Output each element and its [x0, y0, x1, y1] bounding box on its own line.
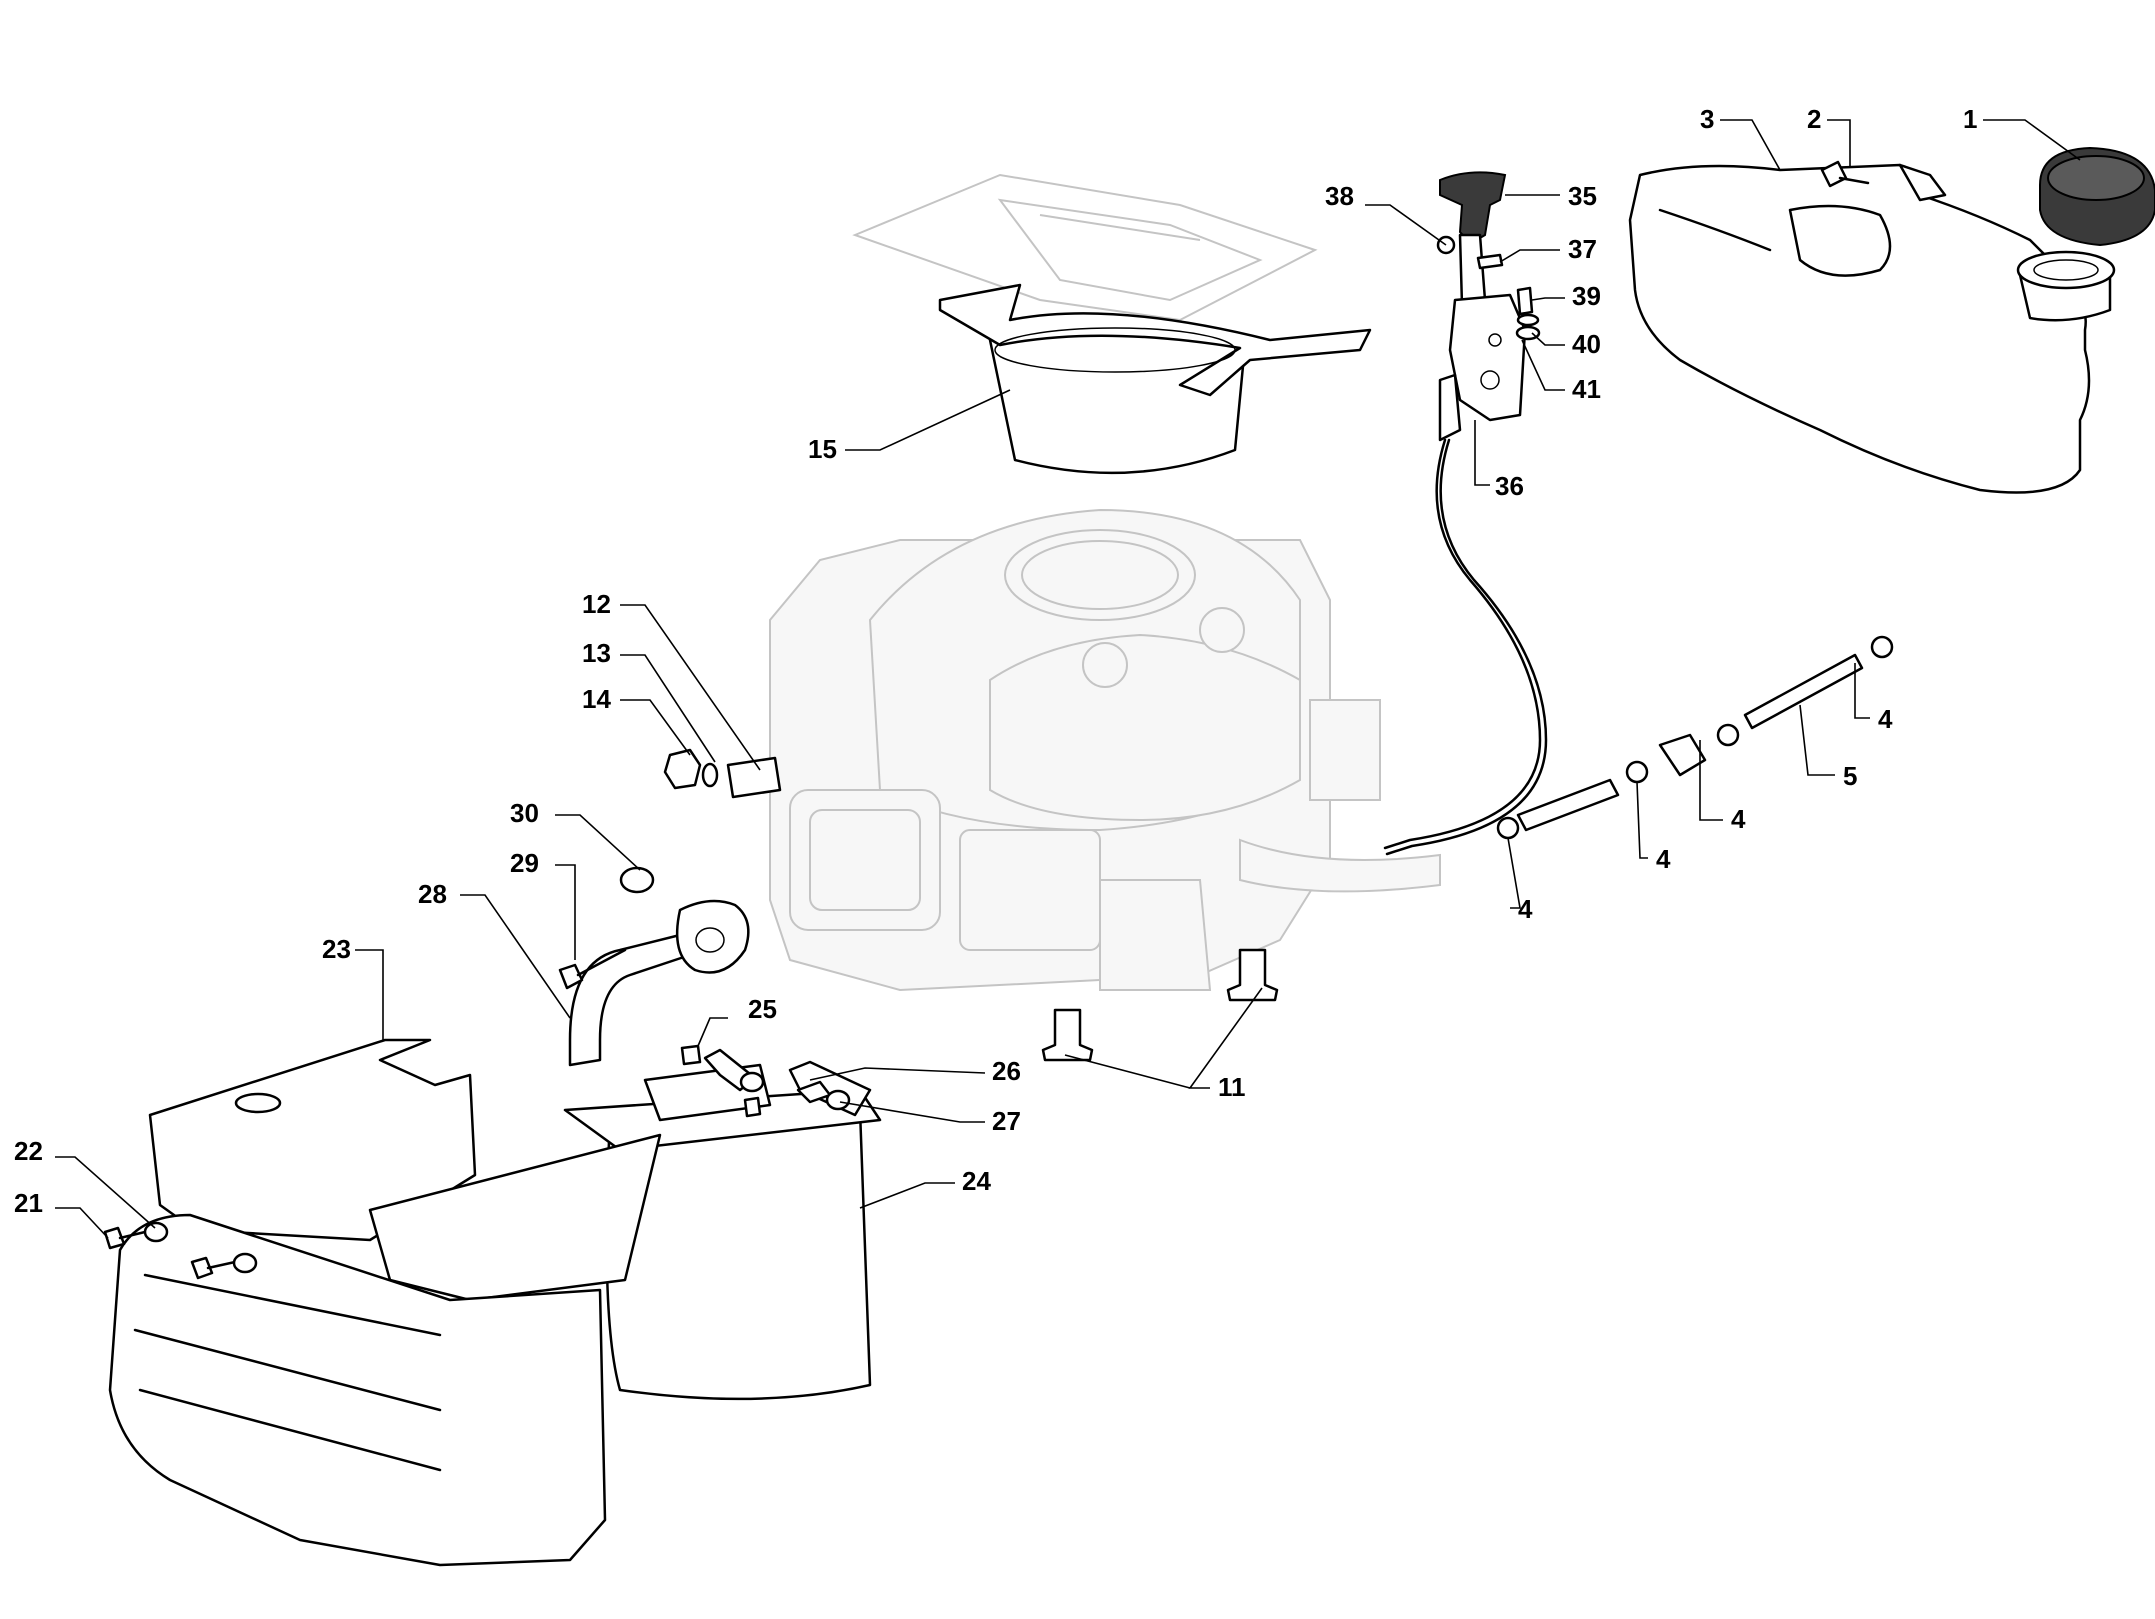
throttle-control [1436, 171, 1541, 442]
callout-15: 15 [808, 434, 837, 464]
callout-labels: 1 2 3 38 35 37 39 40 41 36 15 4 5 4 4 4 … [14, 104, 1977, 1218]
callout-36: 36 [1495, 471, 1524, 501]
leader-lines [55, 119, 2081, 1239]
engine-block [769, 508, 1441, 992]
fuel-tank-neck [2016, 250, 2116, 322]
heat-shield [108, 1038, 662, 1567]
callout-29: 29 [510, 848, 539, 878]
callout-23: 23 [322, 934, 351, 964]
engine-mount-bolts [1041, 948, 1279, 1062]
callout-25: 25 [748, 994, 777, 1024]
callout-26: 26 [992, 1056, 1021, 1086]
callout-5: 5 [1843, 761, 1857, 791]
callout-37: 37 [1568, 234, 1597, 264]
callout-3: 3 [1700, 104, 1714, 134]
callout-12: 12 [582, 589, 611, 619]
exhaust-washer [619, 866, 655, 894]
callout-21: 21 [14, 1188, 43, 1218]
callout-4c: 4 [1656, 844, 1671, 874]
callout-4d: 4 [1518, 894, 1533, 924]
callout-11: 11 [1218, 1072, 1246, 1102]
callout-4a: 4 [1878, 704, 1893, 734]
callout-14: 14 [582, 684, 611, 714]
throttle-cable [1383, 438, 1548, 856]
callout-27: 27 [992, 1106, 1021, 1136]
callout-13: 13 [582, 638, 611, 668]
callout-4b: 4 [1731, 804, 1746, 834]
callout-30: 30 [510, 798, 539, 828]
fuel-line [1496, 635, 1894, 840]
callout-38: 38 [1325, 181, 1354, 211]
callout-40: 40 [1572, 329, 1601, 359]
callout-28: 28 [418, 879, 447, 909]
air-filter-bowl [938, 283, 1372, 475]
callout-22: 22 [14, 1136, 43, 1166]
tank-screw [1820, 160, 1870, 188]
muffler-hardware [680, 1044, 872, 1118]
muffler [563, 1063, 882, 1401]
callout-2: 2 [1807, 104, 1821, 134]
exhaust-pipe [568, 899, 750, 1067]
exhaust-bolt [558, 948, 627, 990]
fuel-cap [2039, 146, 2155, 247]
fuel-tank [1628, 163, 2116, 494]
callout-39: 39 [1572, 281, 1601, 311]
oil-drain-fittings [663, 748, 782, 799]
callout-24: 24 [962, 1166, 991, 1196]
air-filter-cover [852, 173, 1318, 322]
heat-shield-screws [103, 1221, 258, 1280]
callout-35: 35 [1568, 181, 1597, 211]
callout-1: 1 [1963, 104, 1977, 134]
callout-41: 41 [1572, 374, 1601, 404]
